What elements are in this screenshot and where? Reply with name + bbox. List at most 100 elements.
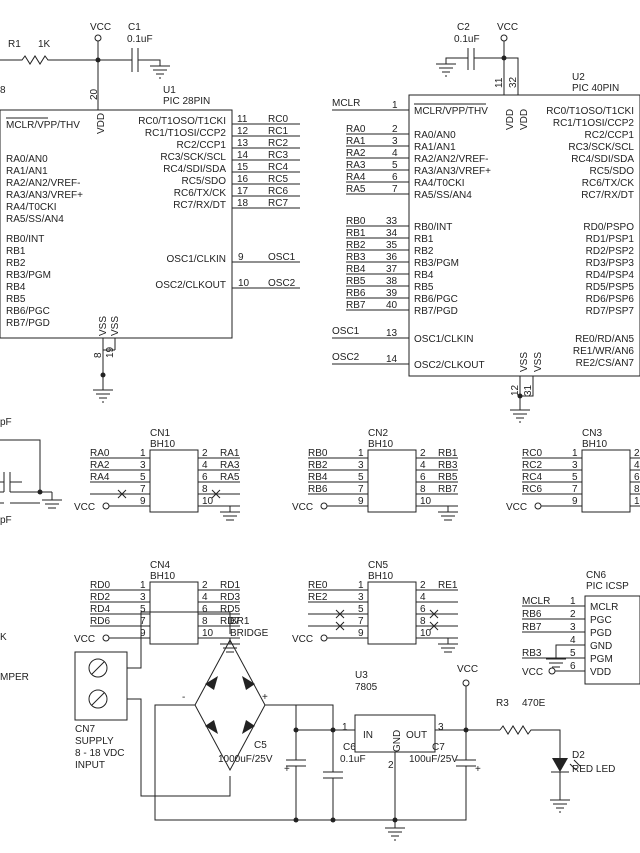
u2-pin-number: 37 <box>386 264 398 275</box>
cn5-pin-number: 10 <box>420 628 432 639</box>
rectified-rail <box>265 704 334 750</box>
u2-pin-label: RA5/SS/AN4 <box>414 190 472 201</box>
cn6-pin-label: PGD <box>590 628 612 639</box>
u2-pin-label: RD6/PSP6 <box>586 294 635 305</box>
ground-rail <box>154 704 402 821</box>
cn3-pin-number: 2 <box>634 448 640 459</box>
cn1-net-label: RA0 <box>90 448 110 459</box>
u1-pin-number: 13 <box>237 138 249 149</box>
u2-net-label: RB7 <box>346 300 366 311</box>
u2-pin-label: RB4 <box>414 270 434 281</box>
ground-icon <box>150 65 170 79</box>
u1-pin-label: RC3/SCK/SCL <box>160 152 226 163</box>
no-connect-icon <box>117 489 127 499</box>
u2-pin-label: RC7/RX/DT <box>581 190 634 201</box>
cn2-pin-number: 2 <box>420 448 426 459</box>
u2-pin-label: RD4/PSP4 <box>586 270 635 281</box>
cn2-net-label: RB0 <box>308 448 328 459</box>
cn6-pin-number: 3 <box>570 622 576 633</box>
u1-vss-num: 8 <box>93 352 104 358</box>
u2-pin-label: RA1/AN1 <box>414 142 456 153</box>
u2-pin-label: RB6/PGC <box>414 294 458 305</box>
cn6-part: PIC ICSP <box>586 581 629 592</box>
br1-minus: - <box>182 692 185 703</box>
u2-net-label: RA4 <box>346 172 366 183</box>
vcc-label-regulator: VCC <box>457 664 478 675</box>
u1-pin-number: 17 <box>237 186 249 197</box>
cn1-net-label: RA3 <box>220 460 240 471</box>
u2-pin-number: 33 <box>386 216 398 227</box>
oscillator-caps-fragment: pF pF K MPER <box>0 417 62 683</box>
cn1-pin-number: 1 <box>140 448 146 459</box>
cn4-pin-number: 8 <box>202 616 208 627</box>
vss-wire <box>519 376 534 410</box>
cn4-pin-number: 4 <box>202 592 208 603</box>
ground-icon <box>42 492 62 509</box>
u2-pin-number: 38 <box>386 276 398 287</box>
u1-power-section: R1 1K 8 VCC C1 0.1uF 20 <box>0 22 170 112</box>
u2-pin-number: 13 <box>386 328 398 339</box>
screw-slot <box>91 661 105 675</box>
cn4-pin-number: 1 <box>140 580 146 591</box>
c5-ref: C5 <box>254 740 267 751</box>
u2-chip: U2 PIC 40PIN VDD VDD MCLR 1 MCLR/VPP/THV… <box>332 72 640 423</box>
u1-net-label: RC4 <box>268 162 288 173</box>
u1-vss-num: 19 <box>105 346 116 358</box>
c6-ref: C6 <box>343 742 356 753</box>
c7-plus: + <box>475 764 481 775</box>
cn1-pin-number: 3 <box>140 460 146 471</box>
u1-net-label: RC3 <box>268 150 288 161</box>
cn6-pin-number: 5 <box>570 648 576 659</box>
u1-pin-number: 10 <box>238 278 250 289</box>
c5-plus: + <box>284 764 290 775</box>
u1-pin-number: 16 <box>237 174 249 185</box>
u3-out: OUT <box>406 730 427 741</box>
cn1-net-label: RA2 <box>90 460 110 471</box>
u1-net-label: RC0 <box>268 114 288 125</box>
u2-pin-label: RC5/SDO <box>590 166 635 177</box>
cn3-pin-number: 3 <box>572 460 578 471</box>
u2-pin-number: 14 <box>386 354 398 365</box>
cn5-part: BH10 <box>368 571 393 582</box>
diode-icon <box>242 676 255 690</box>
u1-ref: U1 <box>163 85 176 96</box>
u2-pin-number: 3 <box>392 136 398 147</box>
cn4-net-label: RD6 <box>90 616 110 627</box>
u1-pin-number: 11 <box>237 114 248 125</box>
cn3-net-label: RC6 <box>522 484 542 495</box>
u2-pin-label: OSC1/CLKIN <box>414 334 473 345</box>
br1-ref: BR1 <box>230 616 250 627</box>
c1-ref: C1 <box>128 22 141 33</box>
cn6-pin-number: 4 <box>570 635 576 646</box>
u1-pin-label: RB6/PGC <box>6 306 50 317</box>
cn5-pin-number: 7 <box>358 616 364 627</box>
cn2-pin-number: 3 <box>358 460 364 471</box>
u1-pin-label: RC4/SDI/SDA <box>163 164 226 175</box>
cn2-body <box>367 449 417 513</box>
cn3-ref: CN3 <box>582 428 602 439</box>
cn3-connector: CN3BH10RC012RC234RC456RC678VCC910 <box>506 428 640 513</box>
u3-gnd: GND <box>392 730 403 752</box>
diode-icon <box>205 720 218 734</box>
u1-pin-label: RA4/T0CKI <box>6 202 57 213</box>
cn5-pin-number: 3 <box>358 592 364 603</box>
cn4-net-label: RD0 <box>90 580 110 591</box>
u2-net-label: RA0 <box>346 124 366 135</box>
cn6-pin-label: PGC <box>590 615 612 626</box>
c7-ref: C7 <box>432 742 445 753</box>
left-fragment-pf: pF <box>0 515 12 526</box>
u2-net-label: RB0 <box>346 216 366 227</box>
left-fragment-pf: pF <box>0 417 12 428</box>
cn3-pin-number: 5 <box>572 472 578 483</box>
cn7-terminal-block <box>74 651 128 721</box>
c5-value: 1000uF/25V <box>218 754 273 765</box>
vcc-terminal <box>320 634 328 642</box>
cn4-net-label: RD4 <box>90 604 110 615</box>
cn1-pin-number: 4 <box>202 460 208 471</box>
cn6-pin-number: 2 <box>570 609 576 620</box>
u1-vdd-num: 20 <box>89 88 100 100</box>
u2-net-label: RA3 <box>346 160 366 171</box>
